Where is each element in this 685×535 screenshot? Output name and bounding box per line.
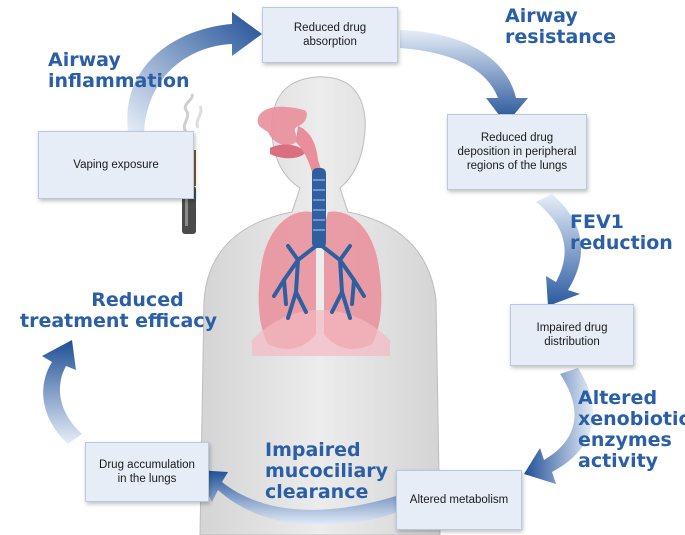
box-altered-metabolism: Altered metabolism	[396, 470, 522, 530]
box-impaired-drug-distribution: Impaired drug distribution	[510, 304, 634, 366]
arrow-accumulation-to-efficacy	[42, 340, 82, 444]
cycle-arrows	[42, 12, 594, 526]
box-drug-accumulation: Drug accumulation in the lungs	[85, 442, 209, 502]
box-reduced-drug-deposition: Reduced drug deposition in peripheral re…	[447, 114, 587, 190]
human-torso-illustration	[199, 76, 441, 535]
arrow-vaping-to-absorption	[127, 12, 262, 132]
arrow-metabolism-to-accumulation	[196, 470, 398, 526]
arrow-absorption-to-deposition	[400, 30, 528, 124]
arrow-distribution-to-metabolism	[524, 368, 594, 484]
lungs-illustration	[252, 168, 390, 356]
box-reduced-drug-absorption: Reduced drug absorption	[262, 7, 398, 63]
box-vaping-exposure: Vaping exposure	[38, 131, 194, 199]
arrow-deposition-to-distribution	[536, 194, 582, 306]
